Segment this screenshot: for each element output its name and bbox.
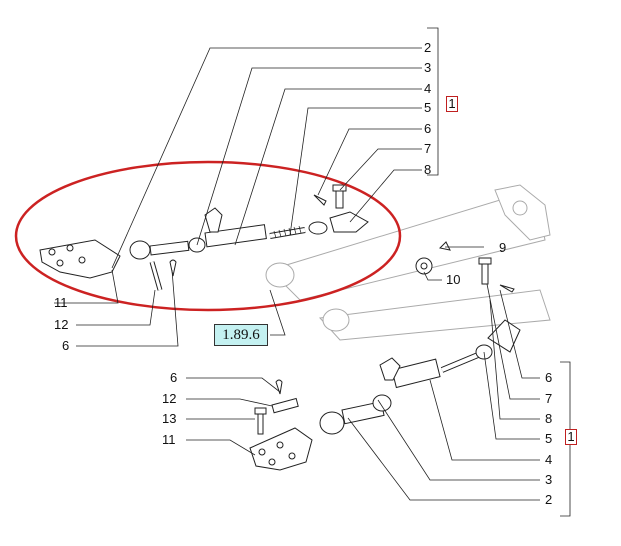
pin-and-bushing xyxy=(415,241,515,293)
callout-bottom-8: 8 xyxy=(545,411,552,426)
highlight-ellipse xyxy=(14,160,402,312)
callout-bottom-left-13: 13 xyxy=(162,411,176,426)
callout-top-4: 4 xyxy=(424,81,431,96)
top-leader-lines xyxy=(54,47,484,347)
callout-top-2: 2 xyxy=(424,40,431,55)
callout-10: 10 xyxy=(446,272,460,287)
group-marker-top: 1 xyxy=(446,96,458,112)
callout-left-11: 11 xyxy=(54,295,68,310)
callout-bottom-7: 7 xyxy=(545,391,552,406)
top-bracket xyxy=(427,27,439,176)
group-marker-bottom: 1 xyxy=(565,429,577,445)
callout-left-12: 12 xyxy=(54,317,68,332)
callout-bottom-3: 3 xyxy=(545,472,552,487)
callout-top-5: 5 xyxy=(424,100,431,115)
callout-top-3: 3 xyxy=(424,60,431,75)
callout-top-6: 6 xyxy=(424,121,431,136)
bottom-leader-lines xyxy=(186,283,540,501)
lower-assembly xyxy=(249,319,521,471)
callout-left-6: 6 xyxy=(62,338,69,353)
callout-top-8: 8 xyxy=(424,162,431,177)
callout-bottom-left-6: 6 xyxy=(170,370,177,385)
callout-9: 9 xyxy=(499,240,506,255)
callout-bottom-5: 5 xyxy=(545,431,552,446)
upper-assembly xyxy=(39,184,369,291)
callout-bottom-left-12: 12 xyxy=(162,391,176,406)
reference-link-tag[interactable]: 1.89.6 xyxy=(214,324,268,346)
callout-top-7: 7 xyxy=(424,141,431,156)
callout-bottom-4: 4 xyxy=(545,452,552,467)
lift-arm-background xyxy=(265,184,551,341)
callout-bottom-6: 6 xyxy=(545,370,552,385)
callout-bottom-left-11: 11 xyxy=(162,432,176,447)
callout-bottom-2: 2 xyxy=(545,492,552,507)
